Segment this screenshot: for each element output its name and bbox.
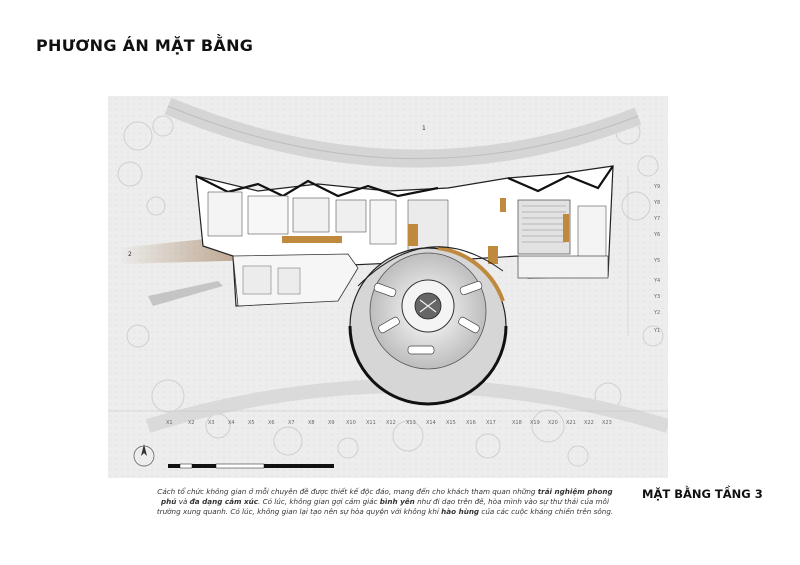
svg-text:X15: X15 — [446, 420, 456, 426]
svg-text:X12: X12 — [386, 420, 396, 426]
floor-title: MẶT BẰNG TẦNG 3 — [642, 487, 763, 501]
svg-text:X21: X21 — [566, 420, 576, 426]
svg-text:Y3: Y3 — [653, 294, 660, 300]
svg-text:X16: X16 — [466, 420, 476, 426]
svg-text:Y1: Y1 — [653, 328, 660, 334]
building-footprint — [195, 165, 614, 307]
svg-text:X20: X20 — [548, 420, 558, 426]
svg-text:X19: X19 — [530, 420, 540, 426]
svg-text:X9: X9 — [328, 420, 335, 426]
svg-text:X13: X13 — [406, 420, 416, 426]
svg-text:X6: X6 — [268, 420, 275, 426]
svg-text:X10: X10 — [346, 420, 356, 426]
svg-text:X1: X1 — [166, 420, 173, 426]
svg-text:Y4: Y4 — [653, 278, 660, 284]
svg-text:Y9: Y9 — [653, 184, 660, 190]
axis-x-labels: X1 X2 X3 X4 X5 X6 X7 X8 X9 X10 X11 X12 X… — [166, 420, 612, 426]
svg-text:1: 1 — [422, 125, 426, 132]
svg-text:X11: X11 — [366, 420, 376, 426]
svg-text:X8: X8 — [308, 420, 315, 426]
svg-text:X5: X5 — [248, 420, 255, 426]
svg-text:Y8: Y8 — [653, 200, 660, 206]
page-title: PHƯƠNG ÁN MẶT BẰNG — [36, 36, 254, 55]
floor-plan-drawing: X1 X2 X3 X4 X5 X6 X7 X8 X9 X10 X11 X12 X… — [108, 96, 668, 478]
svg-text:Y7: Y7 — [653, 216, 660, 222]
section-marks: 1 2 — [128, 125, 426, 258]
north-arrow-icon — [133, 444, 155, 467]
axis-y-labels: Y9 Y8 Y7 Y6 Y5 Y4 Y3 Y2 Y1 — [653, 184, 660, 334]
svg-text:Y2: Y2 — [653, 310, 660, 316]
svg-text:X17: X17 — [486, 420, 496, 426]
svg-text:X7: X7 — [288, 420, 295, 426]
svg-text:X23: X23 — [602, 420, 612, 426]
svg-text:Y5: Y5 — [653, 258, 660, 264]
svg-text:Y6: Y6 — [653, 232, 660, 238]
caption-text: Cách tổ chức không gian ở mỗi chuyên đề … — [156, 487, 614, 516]
axis-grid — [108, 176, 668, 412]
svg-text:2: 2 — [128, 251, 132, 258]
svg-text:X22: X22 — [584, 420, 594, 426]
scale-bar — [168, 463, 334, 469]
rotunda — [348, 246, 508, 406]
svg-text:X2: X2 — [188, 420, 195, 426]
svg-text:X3: X3 — [208, 420, 215, 426]
svg-text:X14: X14 — [426, 420, 436, 426]
svg-text:X18: X18 — [512, 420, 522, 426]
svg-text:X4: X4 — [228, 420, 235, 426]
